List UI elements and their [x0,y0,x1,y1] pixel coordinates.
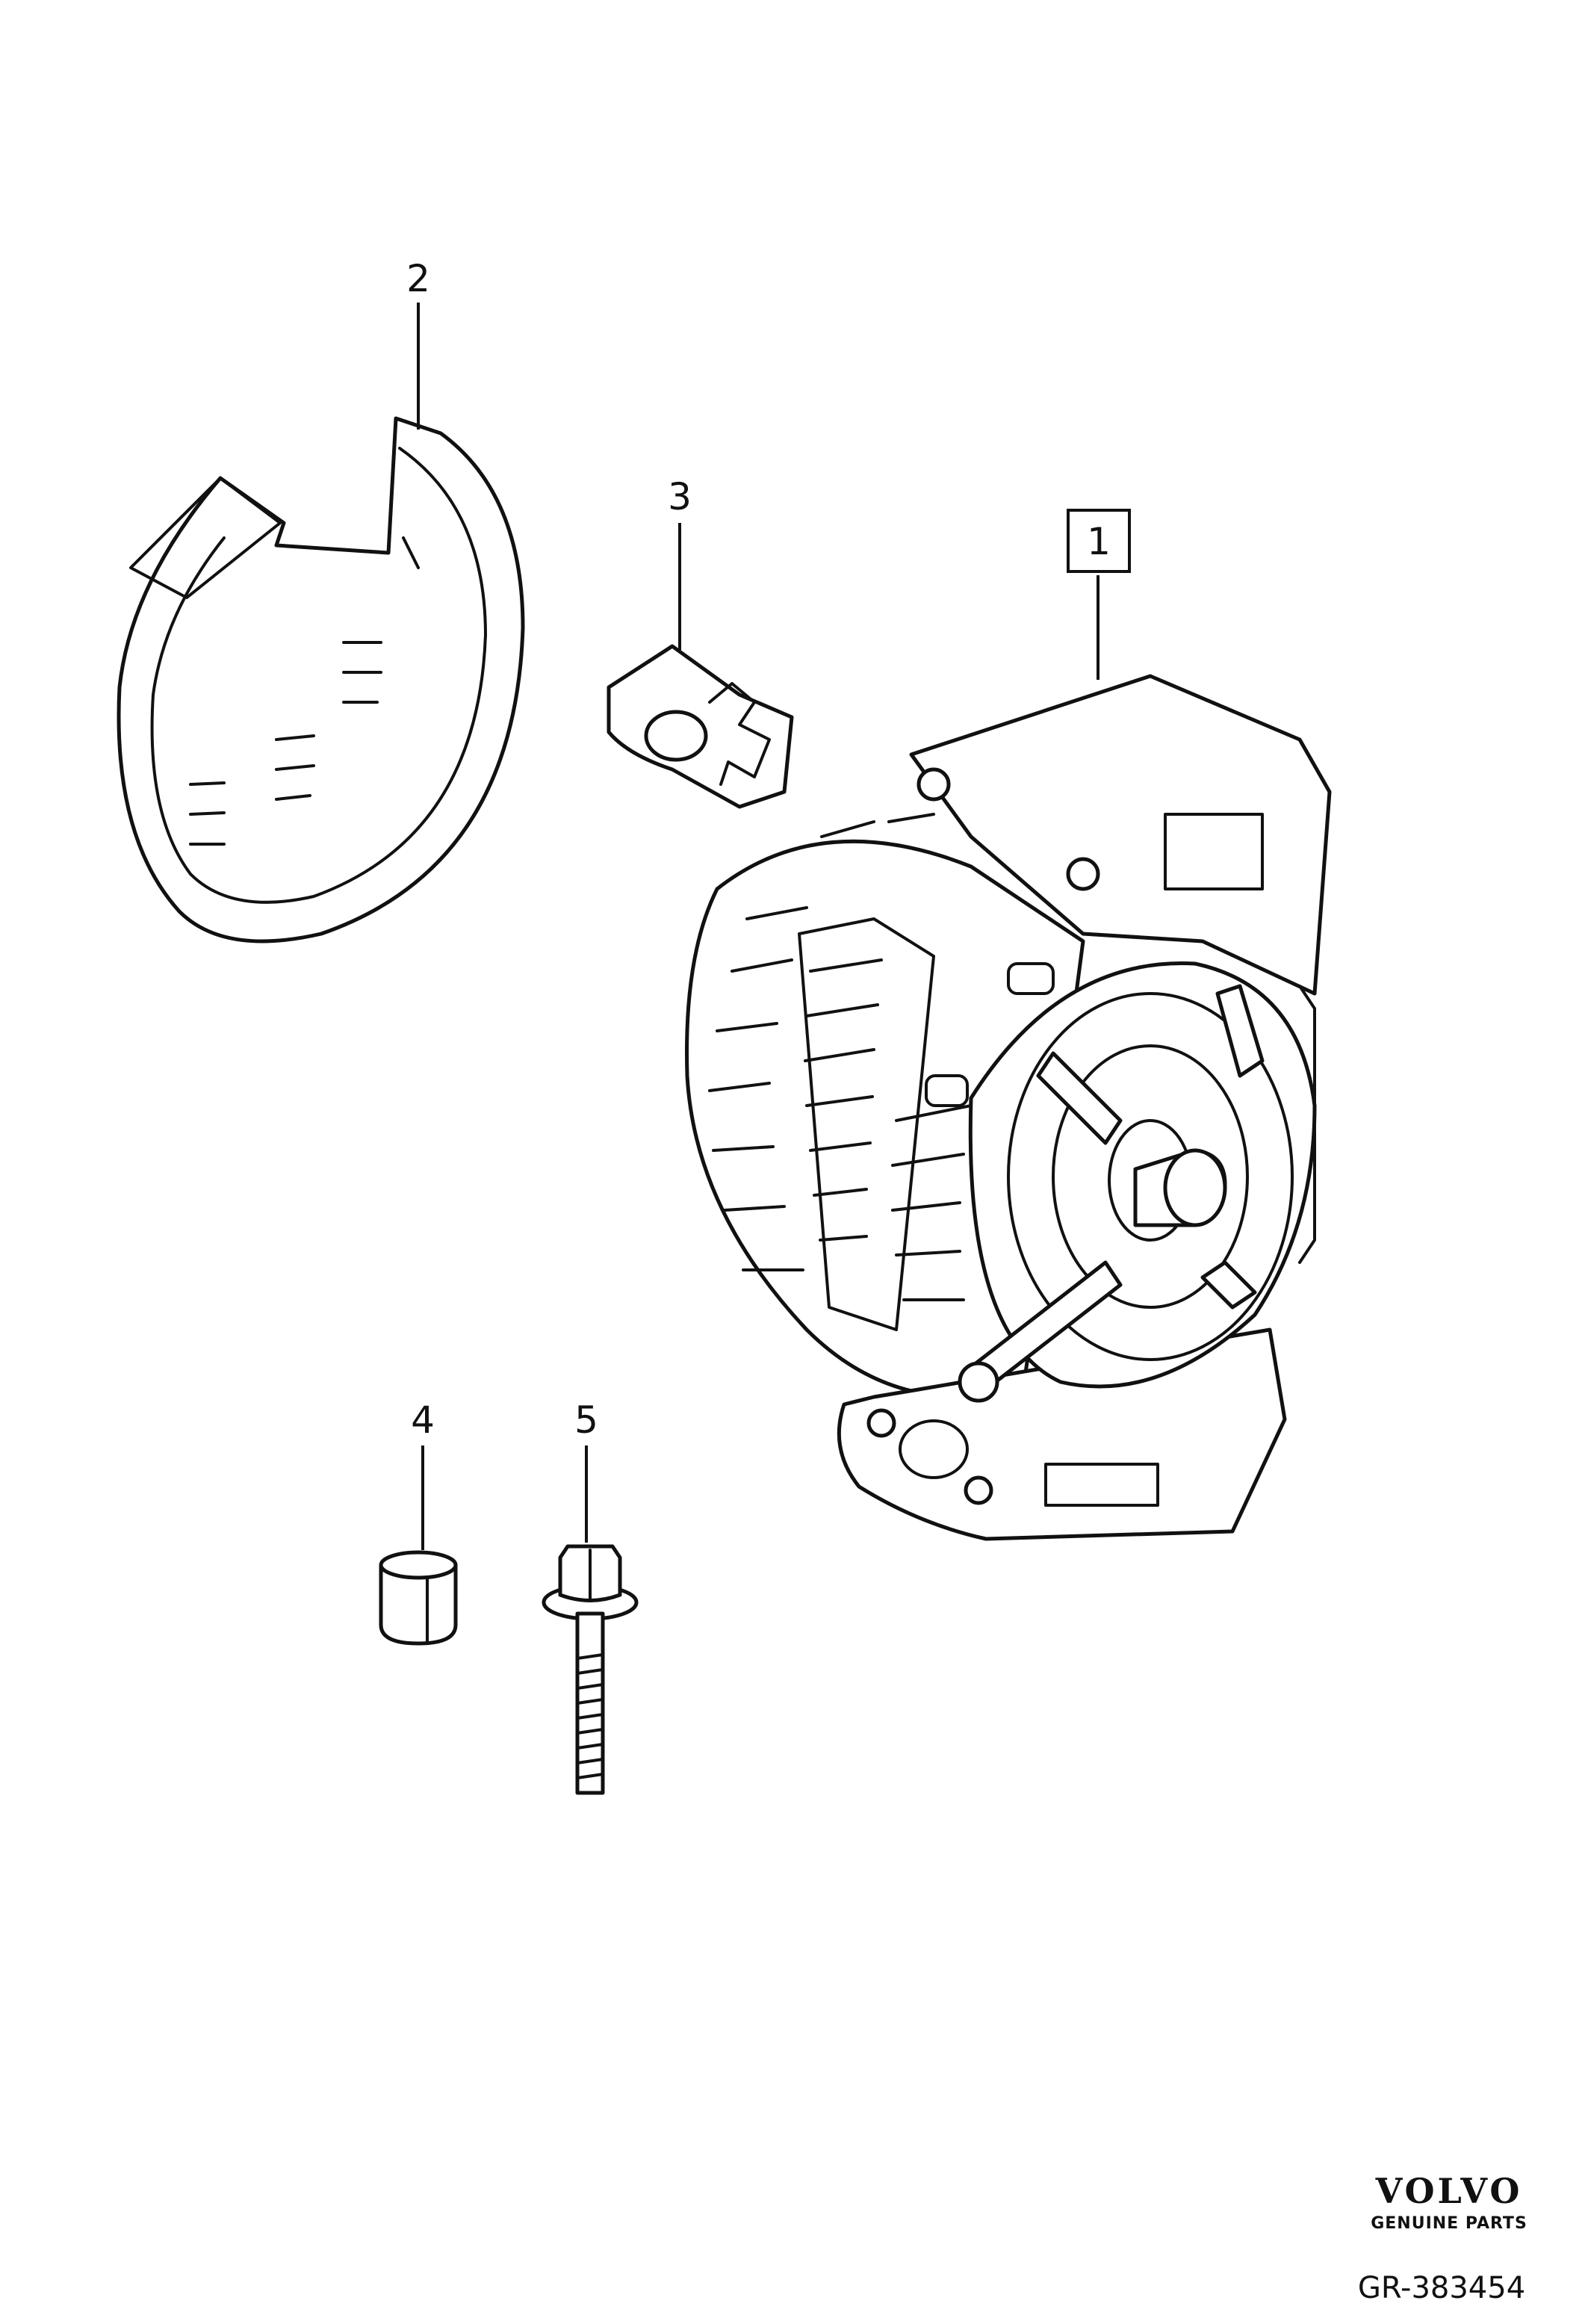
part-3-regulator [607,644,794,809]
callout-2: 2 [406,257,430,300]
diagram-code: GR-383454 [1357,2271,1526,2305]
volvo-genuine-parts-logo: VOLVO GENUINE PARTS [1337,2174,1561,2233]
part-5-bolt [542,1544,639,1795]
genuine-parts-label: GENUINE PARTS [1371,2214,1527,2233]
part-1-alternator [685,674,1332,1541]
callout-3: 3 [668,475,692,518]
callout-5: 5 [574,1398,598,1442]
volvo-logo: VOLVO [1375,2171,1523,2211]
part-4-sleeve [379,1550,458,1646]
callout-box-1 [1067,509,1131,573]
part-2-cover-shield [117,416,525,943]
callout-4: 4 [411,1398,435,1442]
callout-1: 1 [1087,520,1111,563]
